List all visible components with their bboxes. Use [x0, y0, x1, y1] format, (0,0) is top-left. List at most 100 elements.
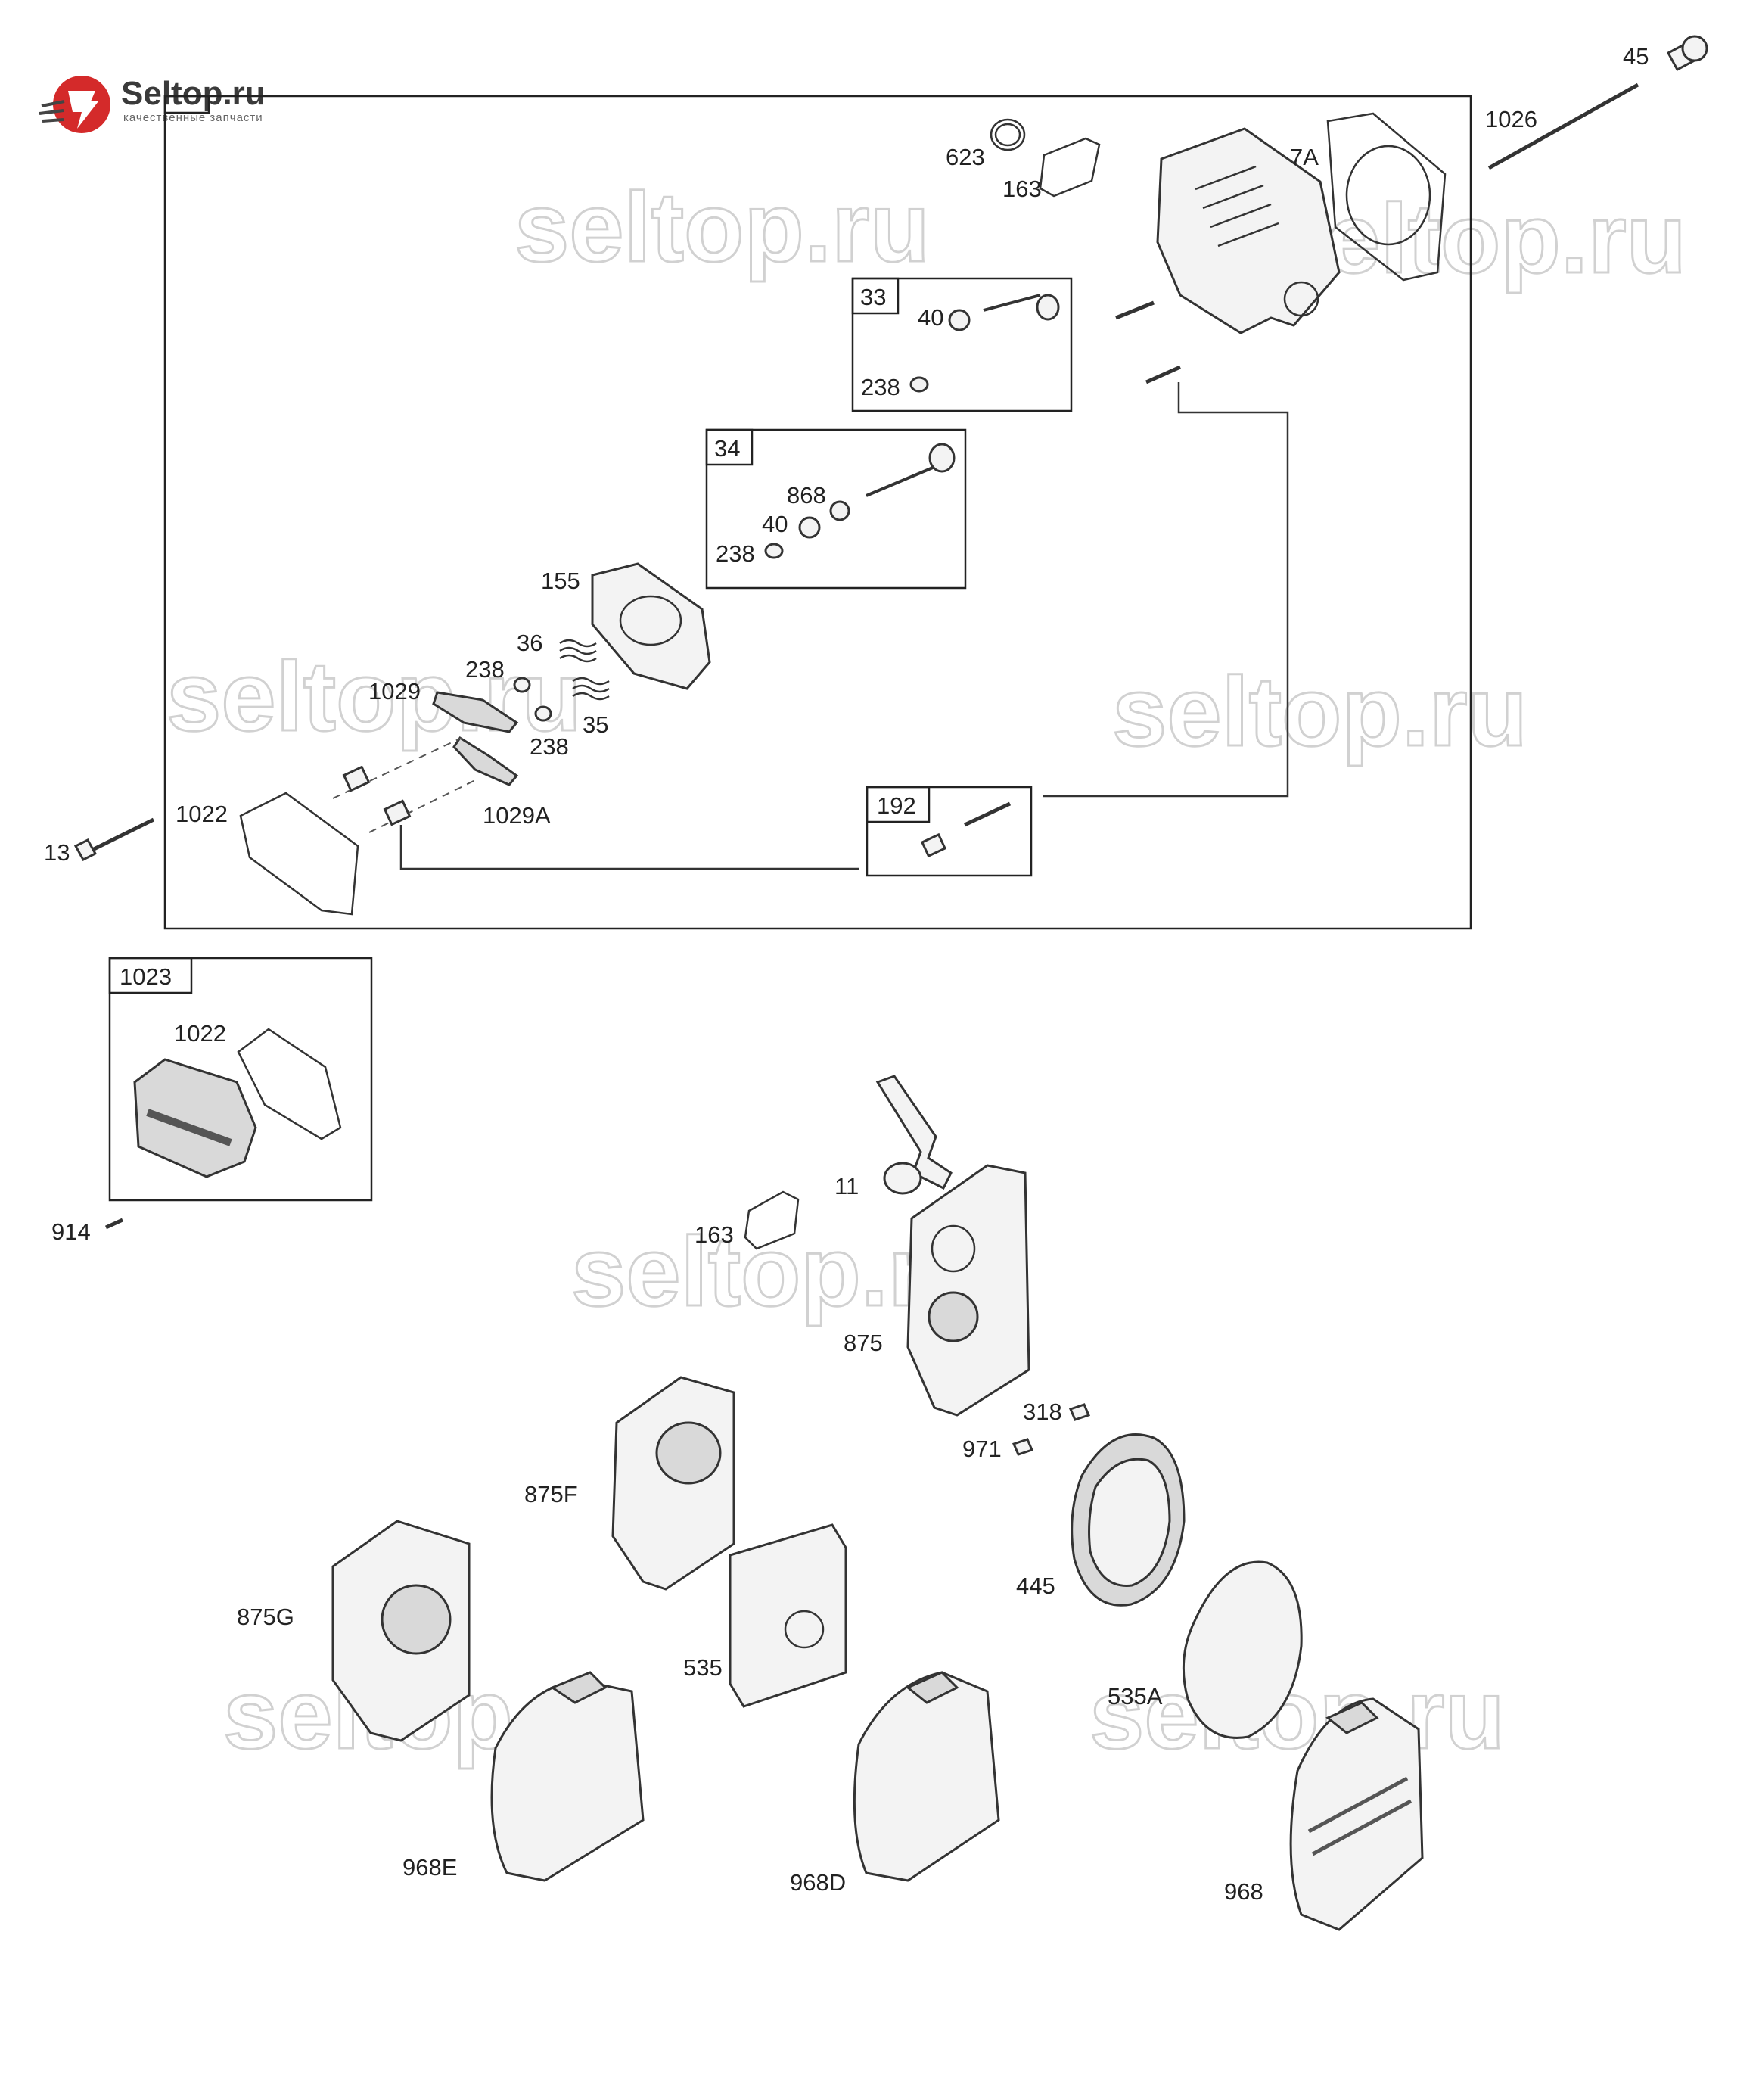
push-rod-group: 45 1026: [1485, 35, 1708, 170]
logo-brand: Seltop.ru: [121, 75, 266, 112]
air-cleaner-top: 11 163 875: [695, 1075, 1030, 1417]
valve-cap-45-head: [1681, 35, 1708, 62]
callout-968E: 968E: [402, 1854, 457, 1881]
rocker-cover-emblem: [146, 1109, 232, 1146]
kit-34-tab: [705, 428, 754, 466]
cover-968E-group: 968E: [402, 1671, 645, 1882]
paper-filter-445-group: 445: [1016, 1433, 1186, 1607]
callout-1029A: 1029A: [483, 802, 551, 829]
callout-238b: 238: [716, 540, 755, 567]
kit-192-frame: [866, 786, 1033, 877]
rocker-gasket-group: 1022 13: [44, 792, 359, 916]
bolt-13-shank: [83, 817, 155, 856]
callout-35: 35: [583, 711, 608, 738]
watermarks: seltop.ru seltop.ru seltop.ru seltop.ru …: [166, 171, 1688, 1771]
rocker-stud-1: [342, 765, 371, 792]
cylinder-head-fins: [1195, 165, 1279, 247]
kit-1023-tab: [108, 957, 193, 994]
rocker-cover-1023: [133, 1058, 257, 1178]
cover-968-group: 968: [1224, 1697, 1424, 1931]
kit-box-34: 34 868 40 238: [705, 428, 967, 590]
air-cover-968-ribs: [1307, 1776, 1412, 1856]
screw-914: [104, 1218, 124, 1230]
air-cover-968: [1289, 1697, 1424, 1931]
callout-968D: 968D: [790, 1869, 846, 1896]
head-gasket: [1326, 112, 1447, 282]
head-stud-2: [1145, 365, 1182, 384]
watermark-4: seltop.ru: [1112, 656, 1527, 767]
cylinder-head-7A: 7A: [1115, 112, 1447, 384]
callout-968: 968: [1224, 1878, 1263, 1905]
kit-box-192: 192: [866, 786, 1033, 877]
logo: Seltop.ru качественные запчасти: [39, 75, 266, 133]
logo-tagline: качественные запчасти: [123, 111, 263, 124]
assembly-line-1: [332, 737, 462, 799]
foam-filter-535A: [1182, 1560, 1303, 1739]
bolt-13-head: [73, 838, 98, 861]
push-rod-1026: [1487, 82, 1639, 170]
air-base-875-port: [931, 1224, 976, 1273]
callout-914: 914: [51, 1218, 91, 1245]
watermark-3: seltop.ru: [166, 641, 582, 751]
stud-192-nut: [920, 832, 947, 858]
foam-filter-535-hole: [784, 1610, 825, 1649]
callout-238a: 238: [861, 374, 900, 400]
foam-filter-535: [729, 1523, 847, 1708]
callout-875G: 875G: [237, 1604, 294, 1630]
callout-971: 971: [962, 1436, 1002, 1462]
rocker-stud-2: [383, 799, 412, 826]
keeper-238a: [909, 376, 929, 393]
air-base-875F: [611, 1376, 735, 1591]
rocker-assembly: 155 36 35 238 238 1029 1029A: [332, 562, 711, 833]
watermark-7: seltop.ru: [1089, 1659, 1505, 1769]
air-cover-968D: [853, 1671, 1000, 1882]
kit-box-1023: 1023 1022: [108, 957, 373, 1202]
callout-36: 36: [517, 630, 542, 656]
screws-318-971: 318 971: [962, 1398, 1091, 1462]
exhaust-valve-head: [1036, 294, 1060, 321]
kit-33-tab: [851, 277, 900, 315]
exhaust-valve: [983, 294, 1041, 312]
callout-1029: 1029: [368, 678, 421, 705]
screw-914-group: 914: [51, 1218, 124, 1245]
cover-968D-group: 968D: [790, 1671, 1000, 1896]
air-base-875G-group: 875G: [237, 1520, 471, 1742]
air-cover-968D-latch: [906, 1671, 959, 1704]
cover-gasket-1022: [237, 1028, 342, 1140]
rocker-gasket-1022: [239, 792, 359, 916]
callout-868: 868: [787, 482, 826, 509]
kit-34-label: 34: [714, 435, 740, 462]
callout-11: 11: [834, 1173, 859, 1199]
breather-tube-11: [875, 1075, 953, 1190]
callout-875: 875: [844, 1330, 883, 1356]
kit-34-frame: [705, 428, 967, 590]
callout-623: 623: [946, 144, 985, 170]
paper-filter-445-inner: [1088, 1458, 1171, 1587]
kit-192-label: 192: [877, 792, 916, 819]
o-ring-623: [990, 118, 1026, 151]
foam-filter-535-group: 535: [683, 1523, 847, 1708]
kit-192-tab: [866, 786, 931, 823]
callout-445: 445: [1016, 1573, 1055, 1599]
kit-box-33: 33 40 238: [851, 277, 1073, 412]
o-ring-623-inner: [994, 123, 1021, 147]
valve-seal-868: [829, 500, 850, 521]
callout-875F: 875F: [524, 1481, 578, 1507]
callout-7A: 7A: [1290, 144, 1319, 170]
intake-valve: [866, 464, 939, 497]
stud-192: [963, 801, 1012, 827]
intake-valve-head: [928, 443, 956, 473]
gasket-163-air: [744, 1190, 800, 1250]
callout-1022-top: 1022: [176, 801, 228, 827]
watermark-2: seltop.ru: [1271, 183, 1686, 294]
callout-163-air: 163: [695, 1221, 734, 1248]
kit-33-frame: [851, 277, 1073, 412]
air-base-875: [906, 1164, 1030, 1417]
breather-tube-11-end: [883, 1162, 922, 1195]
callout-535A: 535A: [1108, 1683, 1163, 1710]
callout-238d: 238: [530, 733, 569, 760]
kit-33-label: 33: [860, 284, 886, 310]
main-frame-tab: [163, 95, 210, 114]
callout-45: 45: [1623, 43, 1649, 70]
